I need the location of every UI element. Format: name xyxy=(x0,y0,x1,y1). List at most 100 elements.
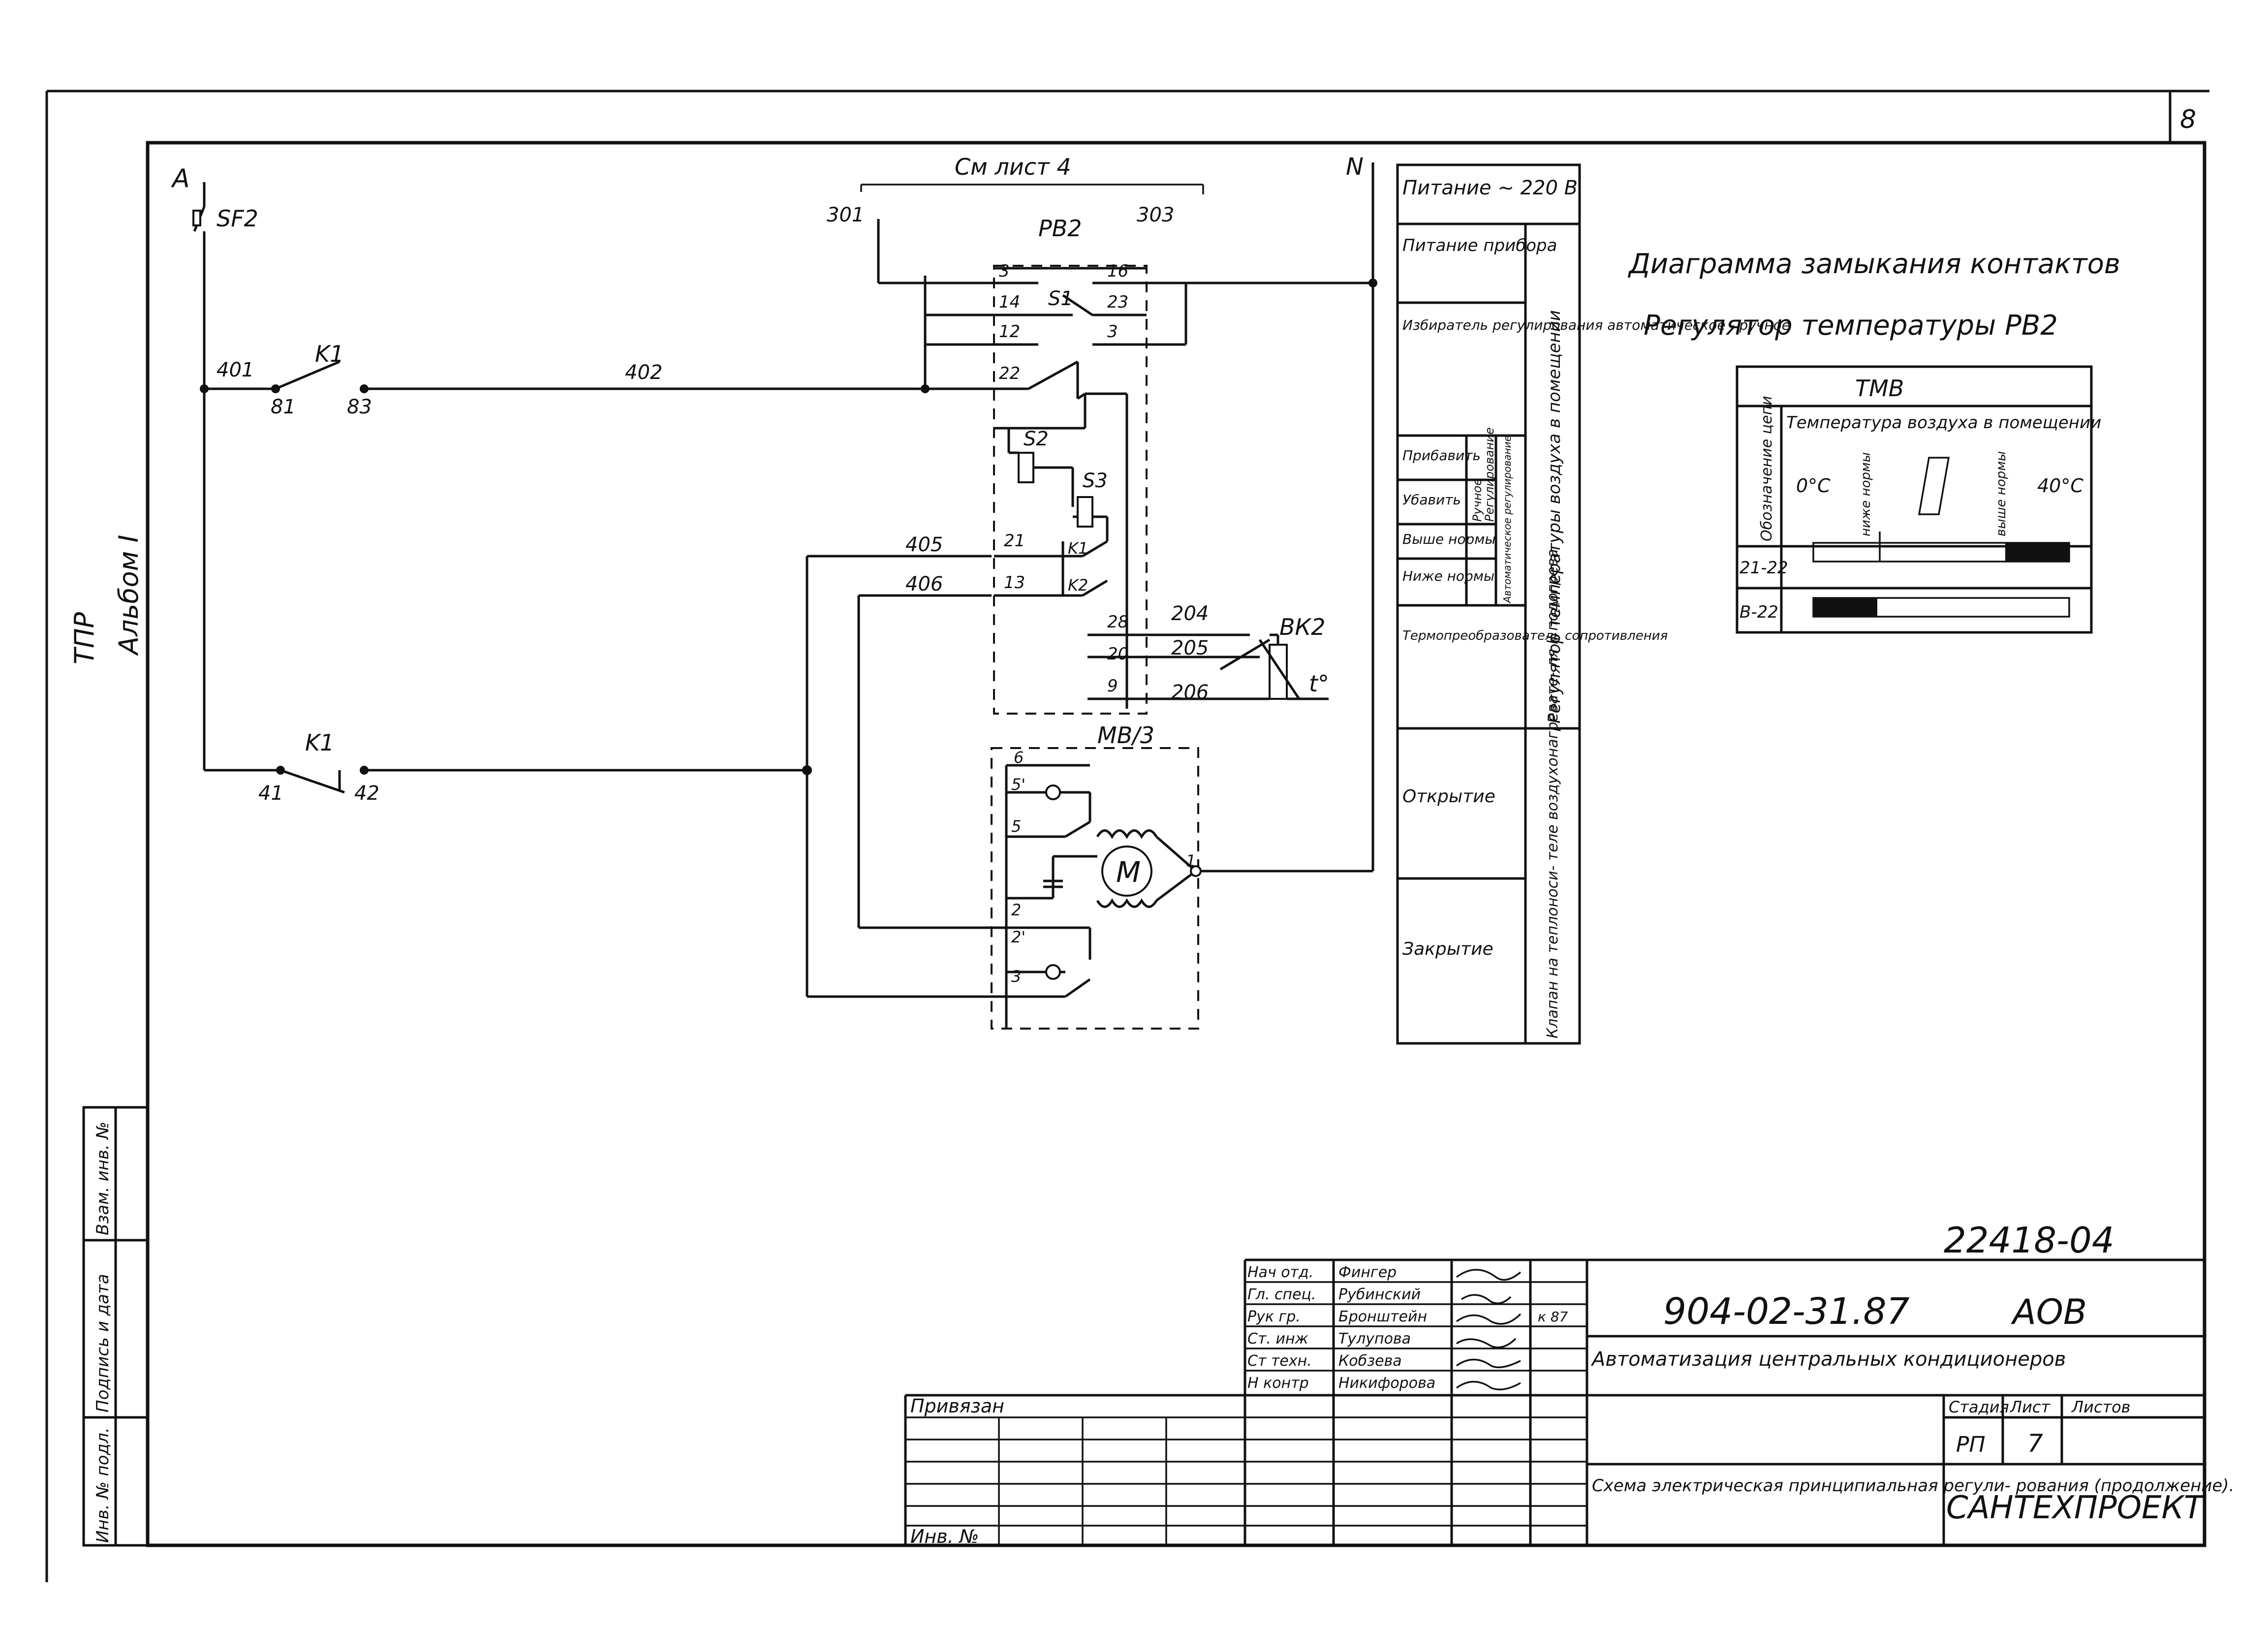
contactor-bottom-label: K1 xyxy=(305,729,334,756)
tb-name-3: Тулупова xyxy=(1338,1330,1411,1347)
tb-name-4: Кобзева xyxy=(1338,1352,1402,1370)
wire-83: 83 xyxy=(347,396,372,418)
relay-terminal-20: 20 xyxy=(1107,644,1128,664)
legend-row-below: Ниже нормы xyxy=(1402,568,1494,584)
cd-row-b-22: В-22 xyxy=(1740,602,1778,622)
motor-terminal-5p: 5' xyxy=(1011,775,1025,794)
legend-row-selector: Избиратель регулирования автоматическое … xyxy=(1402,317,1790,333)
wire-42: 42 xyxy=(354,782,379,805)
legend-labels: Питание ~ 220 В Питание прибора Избирате… xyxy=(1402,177,1790,1038)
relay-terminal-21: 21 xyxy=(1004,531,1025,551)
tb-stage: РП xyxy=(1956,1432,1986,1457)
tb-name-1: Рубинский xyxy=(1338,1286,1421,1303)
frame xyxy=(45,90,2209,1582)
tb-role-5: Н контр xyxy=(1247,1375,1309,1392)
tb-role-4: Ст техн. xyxy=(1247,1352,1312,1370)
sensor-symbol: t° xyxy=(1309,670,1329,697)
left-approval-strip xyxy=(82,1106,149,1547)
strip-signature-date: Подпись и дата xyxy=(93,1274,113,1412)
tb-suffix: АОВ xyxy=(2011,1292,2087,1332)
tb-sheet: 7 xyxy=(2027,1429,2043,1458)
cd-row-21-22: 21-22 xyxy=(1740,558,1788,578)
tb-sheet-title: Схема электрическая принципиальная регул… xyxy=(1592,1476,2234,1496)
cd-temp-header: Температура воздуха в помещении xyxy=(1786,413,2101,433)
motor-terminal-6: 6 xyxy=(1014,748,1024,767)
wire-406: 406 xyxy=(905,573,943,595)
margin-label-album: Альбом I xyxy=(113,535,144,656)
legend-sub-auto: Автоматическое регулирование xyxy=(1501,436,1513,604)
sensor-label: ВК2 xyxy=(1279,614,1325,640)
legend-row-open: Открытие xyxy=(1402,786,1495,807)
legend-sub-manual: Ручное xyxy=(1470,478,1484,522)
breaker-label: SF2 xyxy=(217,205,258,232)
neutral-label: N xyxy=(1346,153,1364,181)
contact-diagram-title1: Диаграмма замыкания контактов xyxy=(1627,248,2120,280)
contact-diagram-labels: ТМВ Обозначение цепи Температура воздуха… xyxy=(1740,375,2101,622)
wire-206: 206 xyxy=(1171,681,1209,704)
cd-col-header: Обозначение цепи xyxy=(1758,396,1775,541)
relay-label: РВ2 xyxy=(1038,215,1082,242)
motor-symbol: M xyxy=(1116,855,1141,889)
cd-temp-min: 0°C xyxy=(1796,475,1831,497)
wire-401: 401 xyxy=(217,359,254,381)
cd-zone-high: выше нормы xyxy=(1994,451,2009,536)
relay-terminal-14: 14 xyxy=(999,292,1020,312)
legend-row-thermo: Термопреобразователь сопротивления xyxy=(1402,628,1668,643)
phase-label: A xyxy=(171,164,190,193)
title-block xyxy=(904,1258,2205,1545)
legend-sub-reg: Регулирование xyxy=(1483,427,1496,522)
cd-temp-max: 40°C xyxy=(2037,475,2083,497)
relay-terminal-3b: 3 xyxy=(1107,322,1118,342)
wire-405: 405 xyxy=(905,533,943,556)
relay-terminal-3: 3 xyxy=(999,261,1010,281)
legend-group-valve: Клапан на теплоноси- теле воздухонагрева… xyxy=(1544,549,1561,1038)
strip-vzam-inv: Взам. инв. № xyxy=(93,1122,113,1235)
relay-terminal-13: 13 xyxy=(1004,573,1025,593)
legend-supply: Питание ~ 220 В xyxy=(1402,177,1578,199)
contact-diagram-title2: Регулятор температуры РВ2 xyxy=(1644,310,2058,342)
tb-role-3: Ст. инж xyxy=(1247,1330,1308,1347)
actuator-label: МВ/3 xyxy=(1097,722,1154,749)
tb-project: Автоматизация центральных кондиционеров xyxy=(1590,1348,2066,1371)
tb-inv-no: Инв. № xyxy=(910,1526,979,1547)
wire-402: 402 xyxy=(625,361,662,384)
wire-205: 205 xyxy=(1171,637,1209,659)
switch-contact-k1: K1 xyxy=(1068,539,1088,558)
wire-204: 204 xyxy=(1171,602,1209,625)
cd-zone-low: ниже нормы xyxy=(1859,452,1873,536)
legend-row-above: Выше нормы xyxy=(1402,531,1496,547)
motor-terminal-2p: 2' xyxy=(1011,928,1025,946)
switch-s2-label: S2 xyxy=(1024,428,1049,450)
switch-contact-k2: K2 xyxy=(1068,576,1088,595)
schematic-labels: A N SF2 См лист 4 РВ2 K1 K1 S1 S2 S3 ВК2… xyxy=(171,153,1364,986)
schematic: M xyxy=(192,162,1377,1030)
title-block-labels: 904-02-31.87 АОВ Автоматизация центральн… xyxy=(910,1264,2234,1547)
tb-role-1: Гл. спец. xyxy=(1247,1286,1316,1303)
contact-diagram-table xyxy=(1736,365,2093,634)
cd-device: ТМВ xyxy=(1855,375,1904,402)
motor-terminal-5: 5 xyxy=(1011,817,1021,836)
legend-group-regulator: Регулятор температуры воздуха в помещени… xyxy=(1545,310,1564,723)
legend-row-power: Питание прибора xyxy=(1402,236,1557,255)
relay-terminal-9: 9 xyxy=(1107,676,1118,696)
legend-row-close: Закрытие xyxy=(1402,939,1493,959)
drawing-number: 22418-04 xyxy=(1944,1220,2114,1261)
contactor-top-label: K1 xyxy=(315,341,344,367)
relay-terminal-12: 12 xyxy=(999,322,1020,342)
ref-sheet-label: См лист 4 xyxy=(955,154,1071,180)
tb-sheet-label: Лист xyxy=(2010,1398,2051,1416)
tb-name-2: Бронштейн xyxy=(1338,1308,1427,1325)
relay-terminal-28: 28 xyxy=(1107,612,1128,632)
motor-terminal-1: 1 xyxy=(1186,851,1196,870)
relay-terminal-16: 16 xyxy=(1107,261,1128,281)
motor-terminal-2: 2 xyxy=(1011,901,1021,919)
tb-attached: Привязан xyxy=(910,1395,1004,1417)
margin-label-tpr: ТПР xyxy=(69,612,100,664)
tb-stage-label: Стадия xyxy=(1949,1398,2009,1416)
relay-terminal-23: 23 xyxy=(1107,292,1128,312)
relay-terminal-22: 22 xyxy=(999,364,1020,383)
wire-41: 41 xyxy=(258,782,283,805)
contact-bar-b-22 xyxy=(1813,598,1877,617)
tb-name-0: Фингер xyxy=(1338,1264,1397,1281)
